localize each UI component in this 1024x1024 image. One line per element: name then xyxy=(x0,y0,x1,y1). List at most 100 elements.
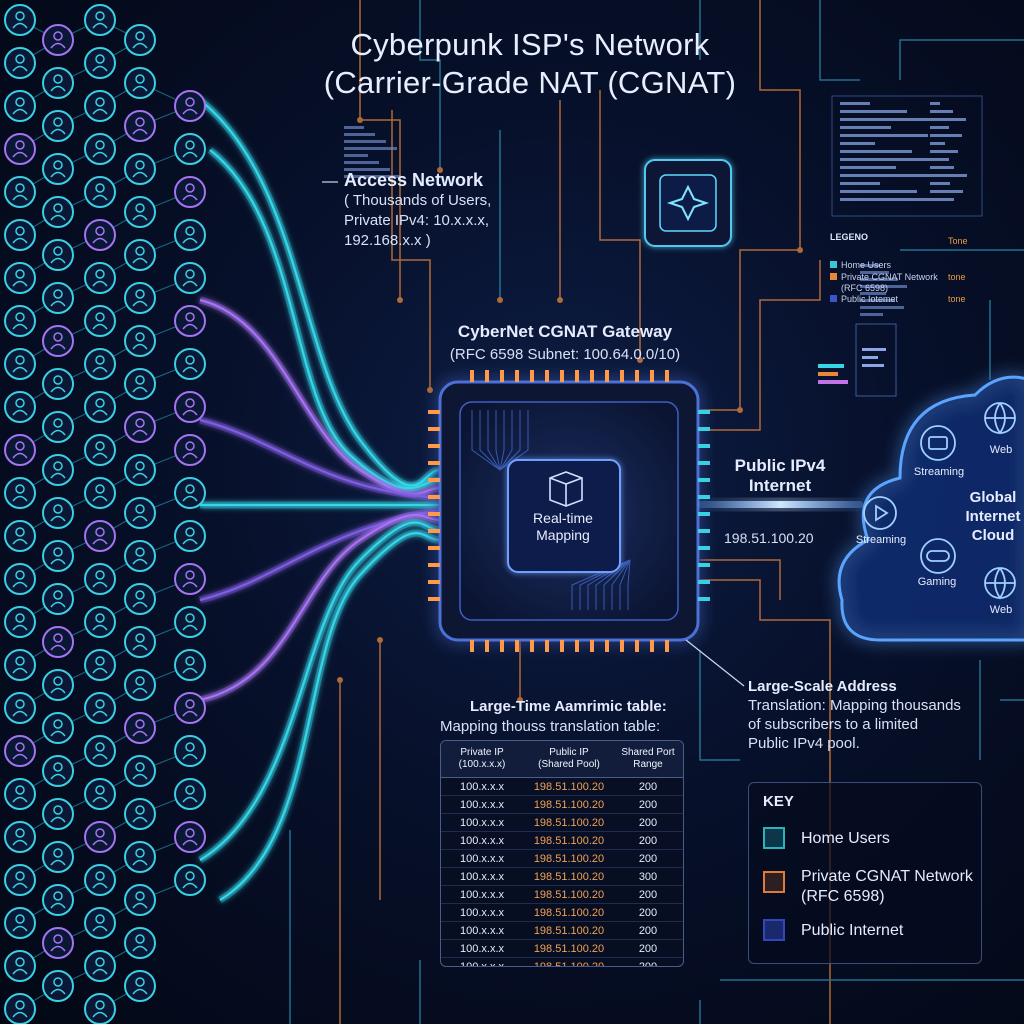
user-head-icon xyxy=(15,613,25,623)
user-node xyxy=(42,540,74,572)
user-body-icon xyxy=(50,214,66,221)
user-head-icon xyxy=(135,848,145,858)
code-line xyxy=(840,158,949,161)
user-head-icon xyxy=(185,183,195,193)
circuit-trace xyxy=(700,579,831,1024)
user-node xyxy=(174,692,206,724)
user-node xyxy=(124,325,156,357)
user-body-icon xyxy=(182,452,198,459)
table-header-cell: Private IP(100.x.x.x) xyxy=(458,747,506,770)
user-node xyxy=(42,110,74,142)
user-head-icon xyxy=(135,762,145,772)
user-body-icon xyxy=(132,988,148,995)
user-body-icon xyxy=(132,343,148,350)
user-node xyxy=(124,368,156,400)
user-body-icon xyxy=(92,839,108,846)
user-head-icon xyxy=(15,742,25,752)
status-bar xyxy=(860,313,883,316)
service-label-streaming: Streaming xyxy=(855,534,907,546)
chip-pin xyxy=(575,640,579,652)
user-body-icon xyxy=(132,257,148,264)
user-head-icon xyxy=(185,484,195,494)
circuit-node xyxy=(497,297,503,303)
user-body-icon xyxy=(92,538,108,545)
user-body-icon xyxy=(50,687,66,694)
circuit-trace xyxy=(419,0,441,170)
key-label-home-users: Home Users xyxy=(801,830,890,847)
table-cell: 200 xyxy=(638,906,658,919)
user-node xyxy=(84,907,116,939)
user-node xyxy=(84,692,116,724)
user-body-icon xyxy=(92,1011,108,1018)
user-body-icon xyxy=(182,839,198,846)
user-head-icon xyxy=(95,140,105,150)
legend-item-public: Public Iotemet xyxy=(830,294,898,304)
table-cell: 200 xyxy=(638,780,658,793)
circuit-node xyxy=(337,677,343,683)
user-node xyxy=(4,434,36,466)
chip-pin xyxy=(698,546,710,550)
user-node xyxy=(4,176,36,208)
gateway-subtitle: (RFC 6598 Subnet: 100.64.0.0/10) xyxy=(449,346,681,363)
user-head-icon xyxy=(95,398,105,408)
chip-pin xyxy=(428,529,440,533)
user-head-icon xyxy=(95,441,105,451)
user-head-icon xyxy=(185,570,195,580)
user-head-icon xyxy=(15,140,25,150)
user-body-icon xyxy=(92,280,108,287)
public-ipv4-label: Public IPv4 Internet xyxy=(720,456,840,496)
user-head-icon xyxy=(15,656,25,666)
user-body-icon xyxy=(182,409,198,416)
code-line xyxy=(930,182,950,185)
user-body-icon xyxy=(182,323,198,330)
circuit-node xyxy=(377,637,383,643)
circuit-node xyxy=(517,697,523,703)
user-node xyxy=(84,649,116,681)
chip-pin xyxy=(428,546,440,550)
user-node xyxy=(174,778,206,810)
user-body-icon xyxy=(132,515,148,522)
user-head-icon xyxy=(95,1000,105,1010)
user-body-icon xyxy=(92,624,108,631)
chip-pin xyxy=(650,370,654,382)
circuit-trace xyxy=(819,0,860,81)
user-body-icon xyxy=(50,601,66,608)
table-cell: 198.51.100.20 xyxy=(533,798,605,811)
chip-pin xyxy=(428,410,440,414)
user-head-icon xyxy=(15,441,25,451)
user-node xyxy=(84,219,116,251)
status-bar xyxy=(860,278,898,281)
user-node xyxy=(84,262,116,294)
access-line-3: 192.168.x.x ) xyxy=(344,232,431,249)
code-line xyxy=(840,102,870,105)
table-cell: 198.51.100.20 xyxy=(533,816,605,829)
code-line xyxy=(930,190,963,193)
status-bar xyxy=(860,285,907,288)
user-node xyxy=(42,970,74,1002)
access-line-1: ( Thousands of Users, xyxy=(344,192,492,209)
user-body-icon xyxy=(12,323,28,330)
circuit-trace xyxy=(699,650,740,761)
chip-pin xyxy=(665,640,669,652)
chip-pin xyxy=(515,370,519,382)
chip-pin xyxy=(485,370,489,382)
code-line xyxy=(840,134,928,137)
user-body-icon xyxy=(92,65,108,72)
user-head-icon xyxy=(95,785,105,795)
status-bars-graphic xyxy=(344,126,907,316)
user-body-icon xyxy=(132,386,148,393)
code-line xyxy=(840,150,912,153)
user-node xyxy=(42,153,74,185)
table-cell: 198.51.100.20 xyxy=(533,924,605,937)
user-head-icon xyxy=(15,183,25,193)
table-cell: 200 xyxy=(638,888,658,901)
user-head-icon xyxy=(135,977,145,987)
user-node xyxy=(4,735,36,767)
user-body-icon xyxy=(182,667,198,674)
user-body-icon xyxy=(12,1011,28,1018)
cloud-service-icons xyxy=(863,402,1016,600)
user-body-icon xyxy=(12,366,28,373)
chip-pin xyxy=(428,512,440,516)
user-node xyxy=(174,821,206,853)
chip-label: Real-time Mapping xyxy=(508,510,618,544)
